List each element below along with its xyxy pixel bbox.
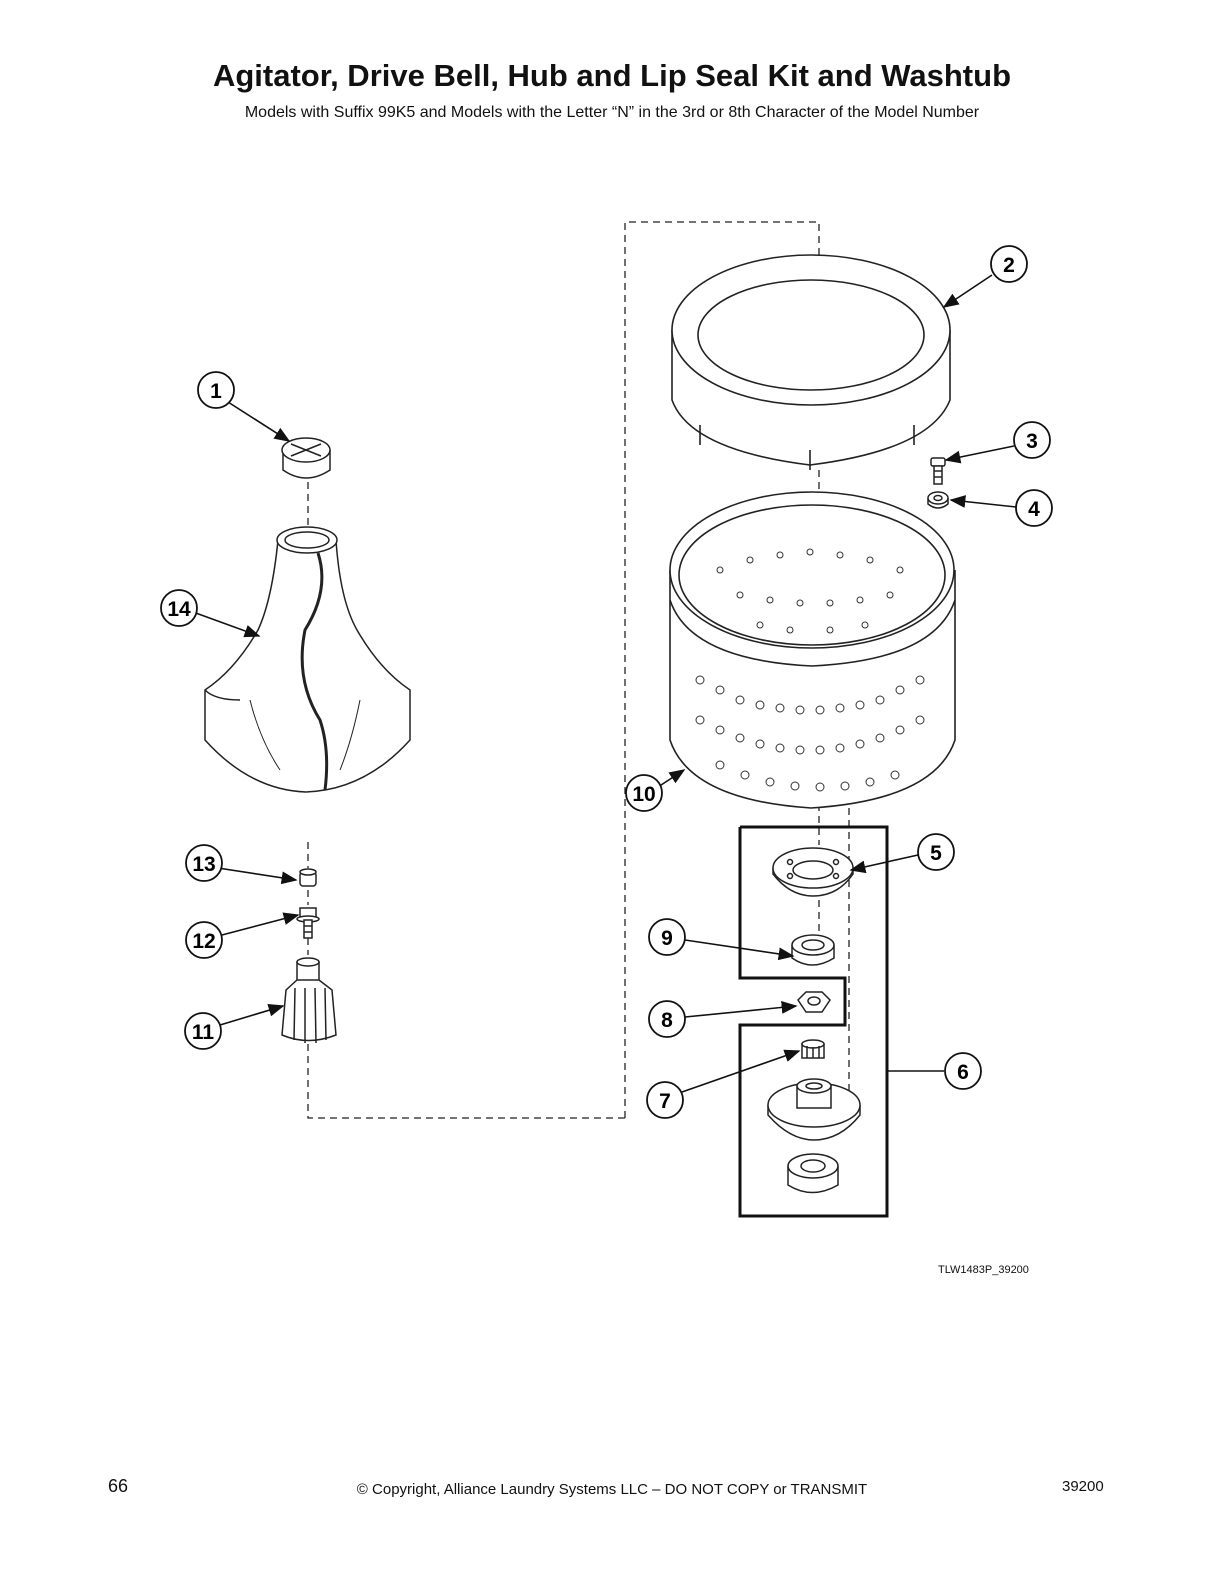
spline-bushing-part xyxy=(801,1039,825,1059)
figure-id: TLW1483P_39200 xyxy=(938,1264,1029,1276)
callout-1-label: 1 xyxy=(210,380,222,403)
callout-1: 1 xyxy=(197,371,235,409)
page-subtitle: Models with Suffix 99K5 and Models with … xyxy=(244,104,980,121)
callout-14: 14 xyxy=(160,589,198,627)
callout-leaders xyxy=(192,274,1017,1093)
hub-seal-kit-outline xyxy=(738,825,889,1218)
callout-7-label: 7 xyxy=(659,1090,671,1113)
ring-screw-part xyxy=(930,457,946,485)
page-title: Agitator, Drive Bell, Hub and Lip Seal K… xyxy=(212,58,1012,93)
callout-7: 7 xyxy=(646,1081,684,1119)
callout-3-label: 3 xyxy=(1026,430,1038,453)
page-number: 66 xyxy=(108,1476,129,1496)
callout-3: 3 xyxy=(1013,421,1051,459)
callout-5: 5 xyxy=(917,833,955,871)
callout-12-label: 12 xyxy=(192,930,215,953)
drive-bell-part xyxy=(281,957,337,1044)
callout-13-label: 13 xyxy=(192,853,215,876)
washtub-basket-part xyxy=(669,491,956,809)
callout-8-label: 8 xyxy=(661,1009,673,1032)
callout-2: 2 xyxy=(990,245,1028,283)
agitator-bolt-part xyxy=(296,907,320,939)
callout-14-label: 14 xyxy=(167,598,191,621)
ring-washer-part xyxy=(927,491,949,509)
callout-13: 13 xyxy=(185,844,223,882)
callout-9-label: 9 xyxy=(661,927,673,950)
copyright-notice: © Copyright, Alliance Laundry Systems LL… xyxy=(356,1481,868,1498)
hub-part xyxy=(767,1078,861,1141)
basket-perforations xyxy=(695,548,925,792)
callout-12: 12 xyxy=(185,921,223,959)
callout-markers: 1 2 3 4 5 6 7 8 xyxy=(160,245,1053,1119)
callout-9: 9 xyxy=(648,918,686,956)
callout-2-label: 2 xyxy=(1003,254,1015,277)
callout-4: 4 xyxy=(1015,489,1053,527)
callout-10: 10 xyxy=(625,774,663,812)
document-number: 39200 xyxy=(1062,1478,1104,1495)
callout-11-label: 11 xyxy=(192,1021,215,1044)
balance-ring-part xyxy=(671,254,951,470)
callout-10-label: 10 xyxy=(632,783,655,806)
callout-6: 6 xyxy=(944,1052,982,1090)
agitator-bolt-cap-part xyxy=(299,868,317,887)
agitator-part xyxy=(204,526,411,793)
lip-seal-part xyxy=(791,934,835,966)
hub-flange-plate-part xyxy=(772,847,854,897)
callout-4-label: 4 xyxy=(1028,498,1040,521)
hex-nut-part xyxy=(797,991,831,1013)
agitator-cap-part xyxy=(281,437,331,479)
callout-6-label: 6 xyxy=(957,1061,969,1084)
bearing-part xyxy=(787,1153,839,1194)
callout-5-label: 5 xyxy=(930,842,942,865)
callout-8: 8 xyxy=(648,1000,686,1038)
callout-11: 11 xyxy=(184,1012,222,1050)
